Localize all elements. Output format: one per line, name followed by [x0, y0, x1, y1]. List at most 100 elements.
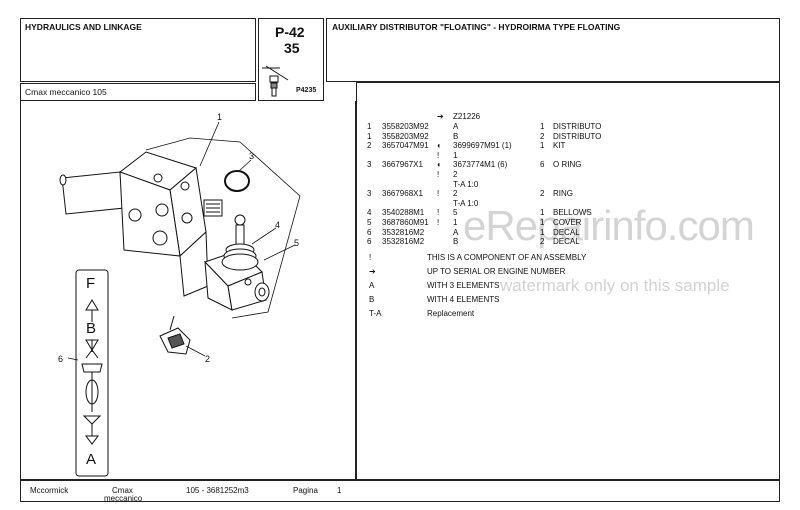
- decal-part: [75, 269, 109, 477]
- part-ref: 3: [367, 189, 372, 199]
- part-info: B: [453, 131, 459, 141]
- tool-icon: [262, 65, 289, 97]
- part-ref: 6: [367, 227, 372, 237]
- part-ref: 5: [367, 218, 372, 227]
- part-desc: O RING: [553, 160, 582, 170]
- legend-text: THIS IS A COMPONENT OF AN ASSEMBLY: [427, 253, 587, 262]
- part-info: 1: [453, 218, 458, 227]
- callout-2: 2: [205, 354, 211, 364]
- legend-key: ➔: [369, 267, 376, 276]
- bellows-part: [221, 214, 259, 271]
- model-box: [20, 83, 256, 101]
- legend-key: A: [369, 281, 375, 290]
- watermark-main: eRepairinfo.com: [463, 202, 755, 249]
- decal-letter-a: A: [86, 451, 97, 468]
- part-number: 3687860M91: [382, 218, 429, 227]
- part-info: B: [453, 237, 459, 247]
- callout-5: 5: [294, 238, 300, 248]
- diagram-frame: [20, 101, 356, 480]
- part-qty: 1: [540, 227, 545, 237]
- part-mark: !: [437, 189, 440, 199]
- callout-3: 3: [249, 151, 255, 161]
- o-ring-part: [224, 170, 250, 192]
- part-desc: RING: [553, 189, 573, 199]
- part-info: 2: [453, 189, 458, 199]
- footer-page-label: Pagina: [293, 486, 318, 495]
- part-desc: DECAL: [553, 237, 580, 247]
- part-qty: 6: [540, 160, 545, 170]
- page-code: P-42: [275, 24, 305, 40]
- legend-text: Replacement: [427, 309, 475, 318]
- parts-frame: [356, 82, 780, 480]
- legend-text: WITH 4 ELEMENTS: [427, 295, 500, 304]
- part-info: T-A 1:0: [453, 198, 479, 208]
- fitting-part: [203, 199, 223, 217]
- serial-arrow-icon: ➔: [437, 112, 444, 121]
- part-ref: 4: [367, 208, 372, 218]
- part-desc: DISTRIBUTO: [553, 131, 602, 141]
- part-ref: 1: [367, 122, 372, 131]
- part-mark: ◐: [437, 160, 442, 170]
- part-info: A: [453, 227, 459, 237]
- part-info: 5: [453, 208, 458, 218]
- part-desc: DISTRIBUTO: [553, 122, 602, 131]
- footer-model-2: meccanico: [104, 494, 143, 503]
- part-mark: !: [437, 150, 440, 160]
- legend-key: T-A: [369, 309, 382, 318]
- decal-letter-f: F: [86, 275, 96, 292]
- description-box: [326, 18, 780, 82]
- cover-part: [159, 315, 191, 355]
- part-number: 3540288M1: [382, 208, 425, 218]
- part-number: 3558203M92: [382, 131, 429, 141]
- callout-6: 6: [58, 354, 64, 364]
- image-code: P4235: [296, 87, 317, 94]
- part-number: 3667967X1: [382, 160, 423, 170]
- part-ref: 6: [367, 237, 372, 247]
- callout-1: 1: [217, 112, 223, 122]
- footer-brand: Mccormick: [30, 486, 69, 495]
- description-title: AUXILIARY DISTRIBUTOR "FLOATING" - HYDRO…: [332, 22, 621, 32]
- part-ref: 1: [367, 131, 372, 141]
- part-desc: DECAL: [553, 227, 580, 237]
- part-info: 2: [453, 170, 458, 179]
- legend-text: WITH 3 ELEMENTS: [427, 281, 500, 290]
- part-mark: ◐: [437, 141, 442, 151]
- part-number: 3667968X1: [382, 189, 423, 199]
- part-qty: 1: [540, 122, 545, 131]
- part-desc: COVER: [553, 218, 582, 227]
- part-info: 3699697M91 (1): [453, 141, 512, 151]
- part-qty: 1: [540, 208, 545, 218]
- part-qty: 2: [540, 189, 545, 199]
- part-number: 3532816M2: [382, 237, 425, 247]
- part-number: 3657047M91: [382, 141, 429, 151]
- part-desc: KIT: [553, 141, 566, 151]
- valve-body: [59, 151, 270, 311]
- model-title: Cmax meccanico 105: [25, 87, 107, 97]
- part-ref: 2: [367, 141, 372, 151]
- section-title-box: [20, 18, 256, 82]
- legend-key: B: [369, 295, 375, 304]
- part-qty: 1: [540, 218, 545, 227]
- footer-doc: 105 - 3681252m3: [186, 486, 249, 495]
- part-qty: 2: [540, 237, 545, 247]
- callout-4: 4: [275, 220, 281, 230]
- legend-key: !: [369, 253, 372, 262]
- watermark-sub: watermark only on this sample: [500, 276, 730, 295]
- part-info: T-A 1:0: [453, 179, 479, 189]
- part-number: 3558203M92: [382, 122, 429, 131]
- part-mark: !: [437, 218, 440, 227]
- section-title: HYDRAULICS AND LINKAGE: [25, 22, 142, 32]
- part-desc: BELLOWS: [553, 208, 592, 218]
- part-mark: !: [437, 170, 440, 179]
- footer-frame: [20, 480, 780, 502]
- part-info: 1: [453, 150, 458, 160]
- part-qty: 1: [540, 141, 545, 151]
- decal-letter-b: B: [86, 320, 97, 337]
- leader-lines: [67, 121, 301, 361]
- part-info: 3673774M1 (6): [453, 160, 508, 170]
- serial-note: Z21226: [453, 112, 481, 121]
- footer-model-1: Cmax: [112, 486, 133, 495]
- part-number: 3532816M2: [382, 227, 425, 237]
- part-mark: !: [437, 208, 440, 218]
